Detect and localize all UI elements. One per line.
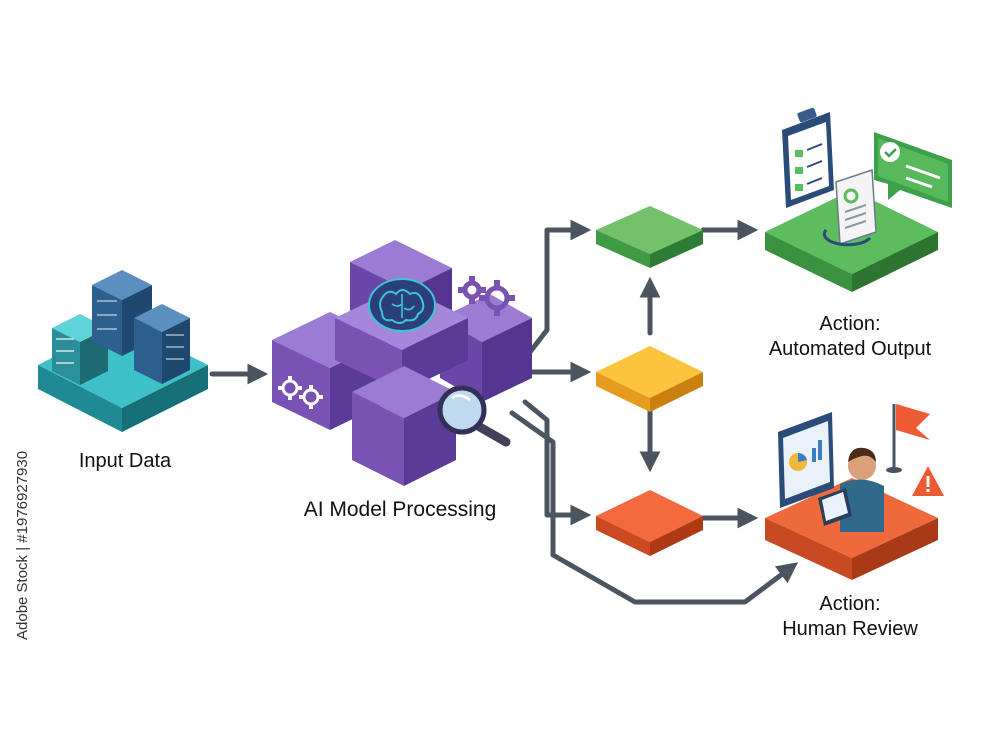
human-review-icon [765,404,944,580]
human-review-label-line1: Action: [819,593,881,615]
arrow-ai-to-orange [522,399,592,526]
human-review-label: Action: Human Review [730,592,970,642]
stock-id-watermark: Adobe Stock | #1976927930 [14,450,31,640]
automated-output-icon [765,107,952,292]
human-review-label-line2: Human Review [782,618,918,640]
ai-model-processing-label: AI Model Processing [303,498,497,521]
automated-output-label: Action: Automated Output [730,312,970,362]
automated-output-label-line2: Automated Output [768,338,932,360]
automated-output-label-line1: Action: [819,313,881,335]
arrow-ai-to-human-review [509,410,799,605]
ai-model-icon [272,240,532,486]
decision-tile-yellow [596,346,703,412]
connector-arrows [209,219,799,605]
input-data-icon [38,270,208,432]
input-data-label: Input Data [78,450,172,472]
decision-tile-green [596,206,703,268]
decision-tile-orange [596,490,703,556]
arrow-ai-to-green [527,219,592,355]
